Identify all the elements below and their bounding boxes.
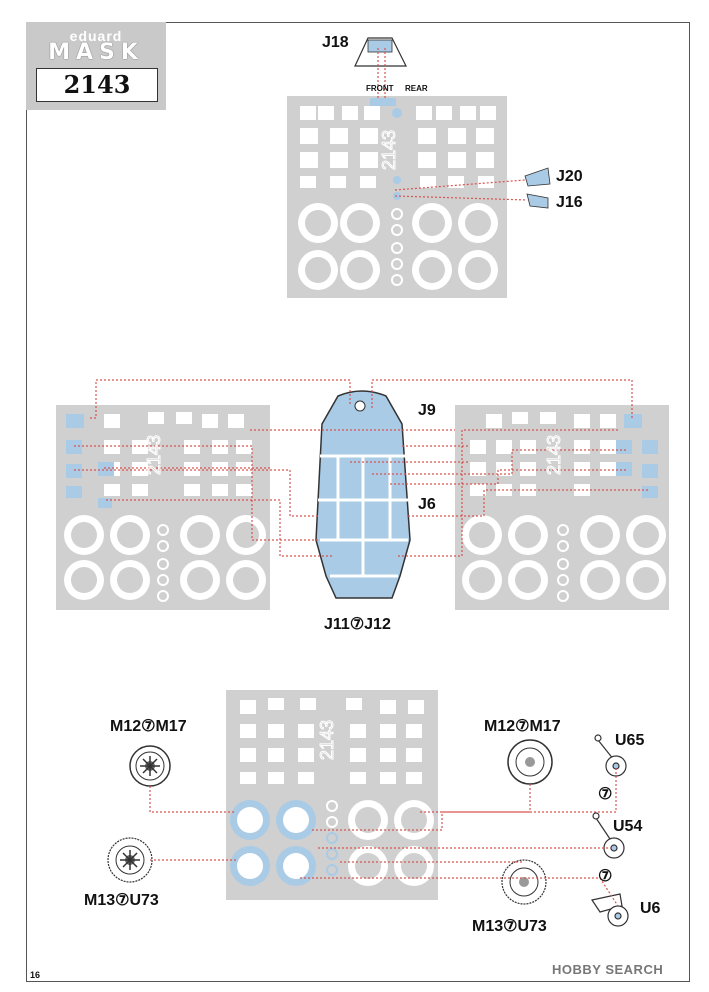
label-question-1: ⑦ <box>598 786 613 803</box>
label-m13-u73-right: M13⑦U73 <box>472 918 547 935</box>
j16-part <box>526 193 549 209</box>
label-u54: U54 <box>613 818 643 835</box>
page-number: 16 <box>30 970 41 980</box>
label-m12-m17-left: M12⑦M17 <box>110 718 187 735</box>
label-j11-j12: J11⑦J12 <box>324 616 391 633</box>
brand-name: eduard <box>69 28 123 44</box>
sheet-text-middle-right: 2143 <box>544 435 564 475</box>
label-m12-m17-right: M12⑦M17 <box>484 718 561 735</box>
label-question-2: ⑦ <box>598 868 613 885</box>
label-m13-u73-left: M13⑦U73 <box>84 892 159 909</box>
j18-canopy-part <box>354 37 407 67</box>
u6-gear-leg <box>591 893 629 927</box>
mask-sheet-middle-left <box>56 405 270 610</box>
sheet-text-top: 2143 <box>379 130 399 170</box>
brand-mask-word: MASK <box>48 40 144 65</box>
label-j6: J6 <box>418 496 436 513</box>
mask-sheet-top <box>287 96 507 298</box>
label-u65: U65 <box>615 732 645 749</box>
label-j9: J9 <box>418 402 436 419</box>
canopy-plan-view <box>315 390 411 599</box>
wheel-lower-right <box>501 859 547 905</box>
mask-sheet-bottom <box>226 690 438 900</box>
label-j20: J20 <box>556 168 583 185</box>
sheet-text-bottom: 2143 <box>317 720 337 760</box>
label-rear: REAR <box>405 84 428 93</box>
label-u6: U6 <box>640 900 661 917</box>
watermark: HOBBY SEARCH <box>552 962 664 977</box>
label-j16: J16 <box>556 194 583 211</box>
label-j18: J18 <box>322 34 349 51</box>
wheel-upper-left <box>129 745 171 787</box>
wheel-upper-right <box>507 739 553 785</box>
kit-number: 2143 <box>36 68 158 102</box>
page-frame <box>26 22 690 982</box>
label-front: FRONT <box>366 84 394 93</box>
j20-part <box>524 167 551 187</box>
sheet-text-middle-left: 2143 <box>144 435 164 475</box>
wheel-lower-left <box>107 837 153 883</box>
